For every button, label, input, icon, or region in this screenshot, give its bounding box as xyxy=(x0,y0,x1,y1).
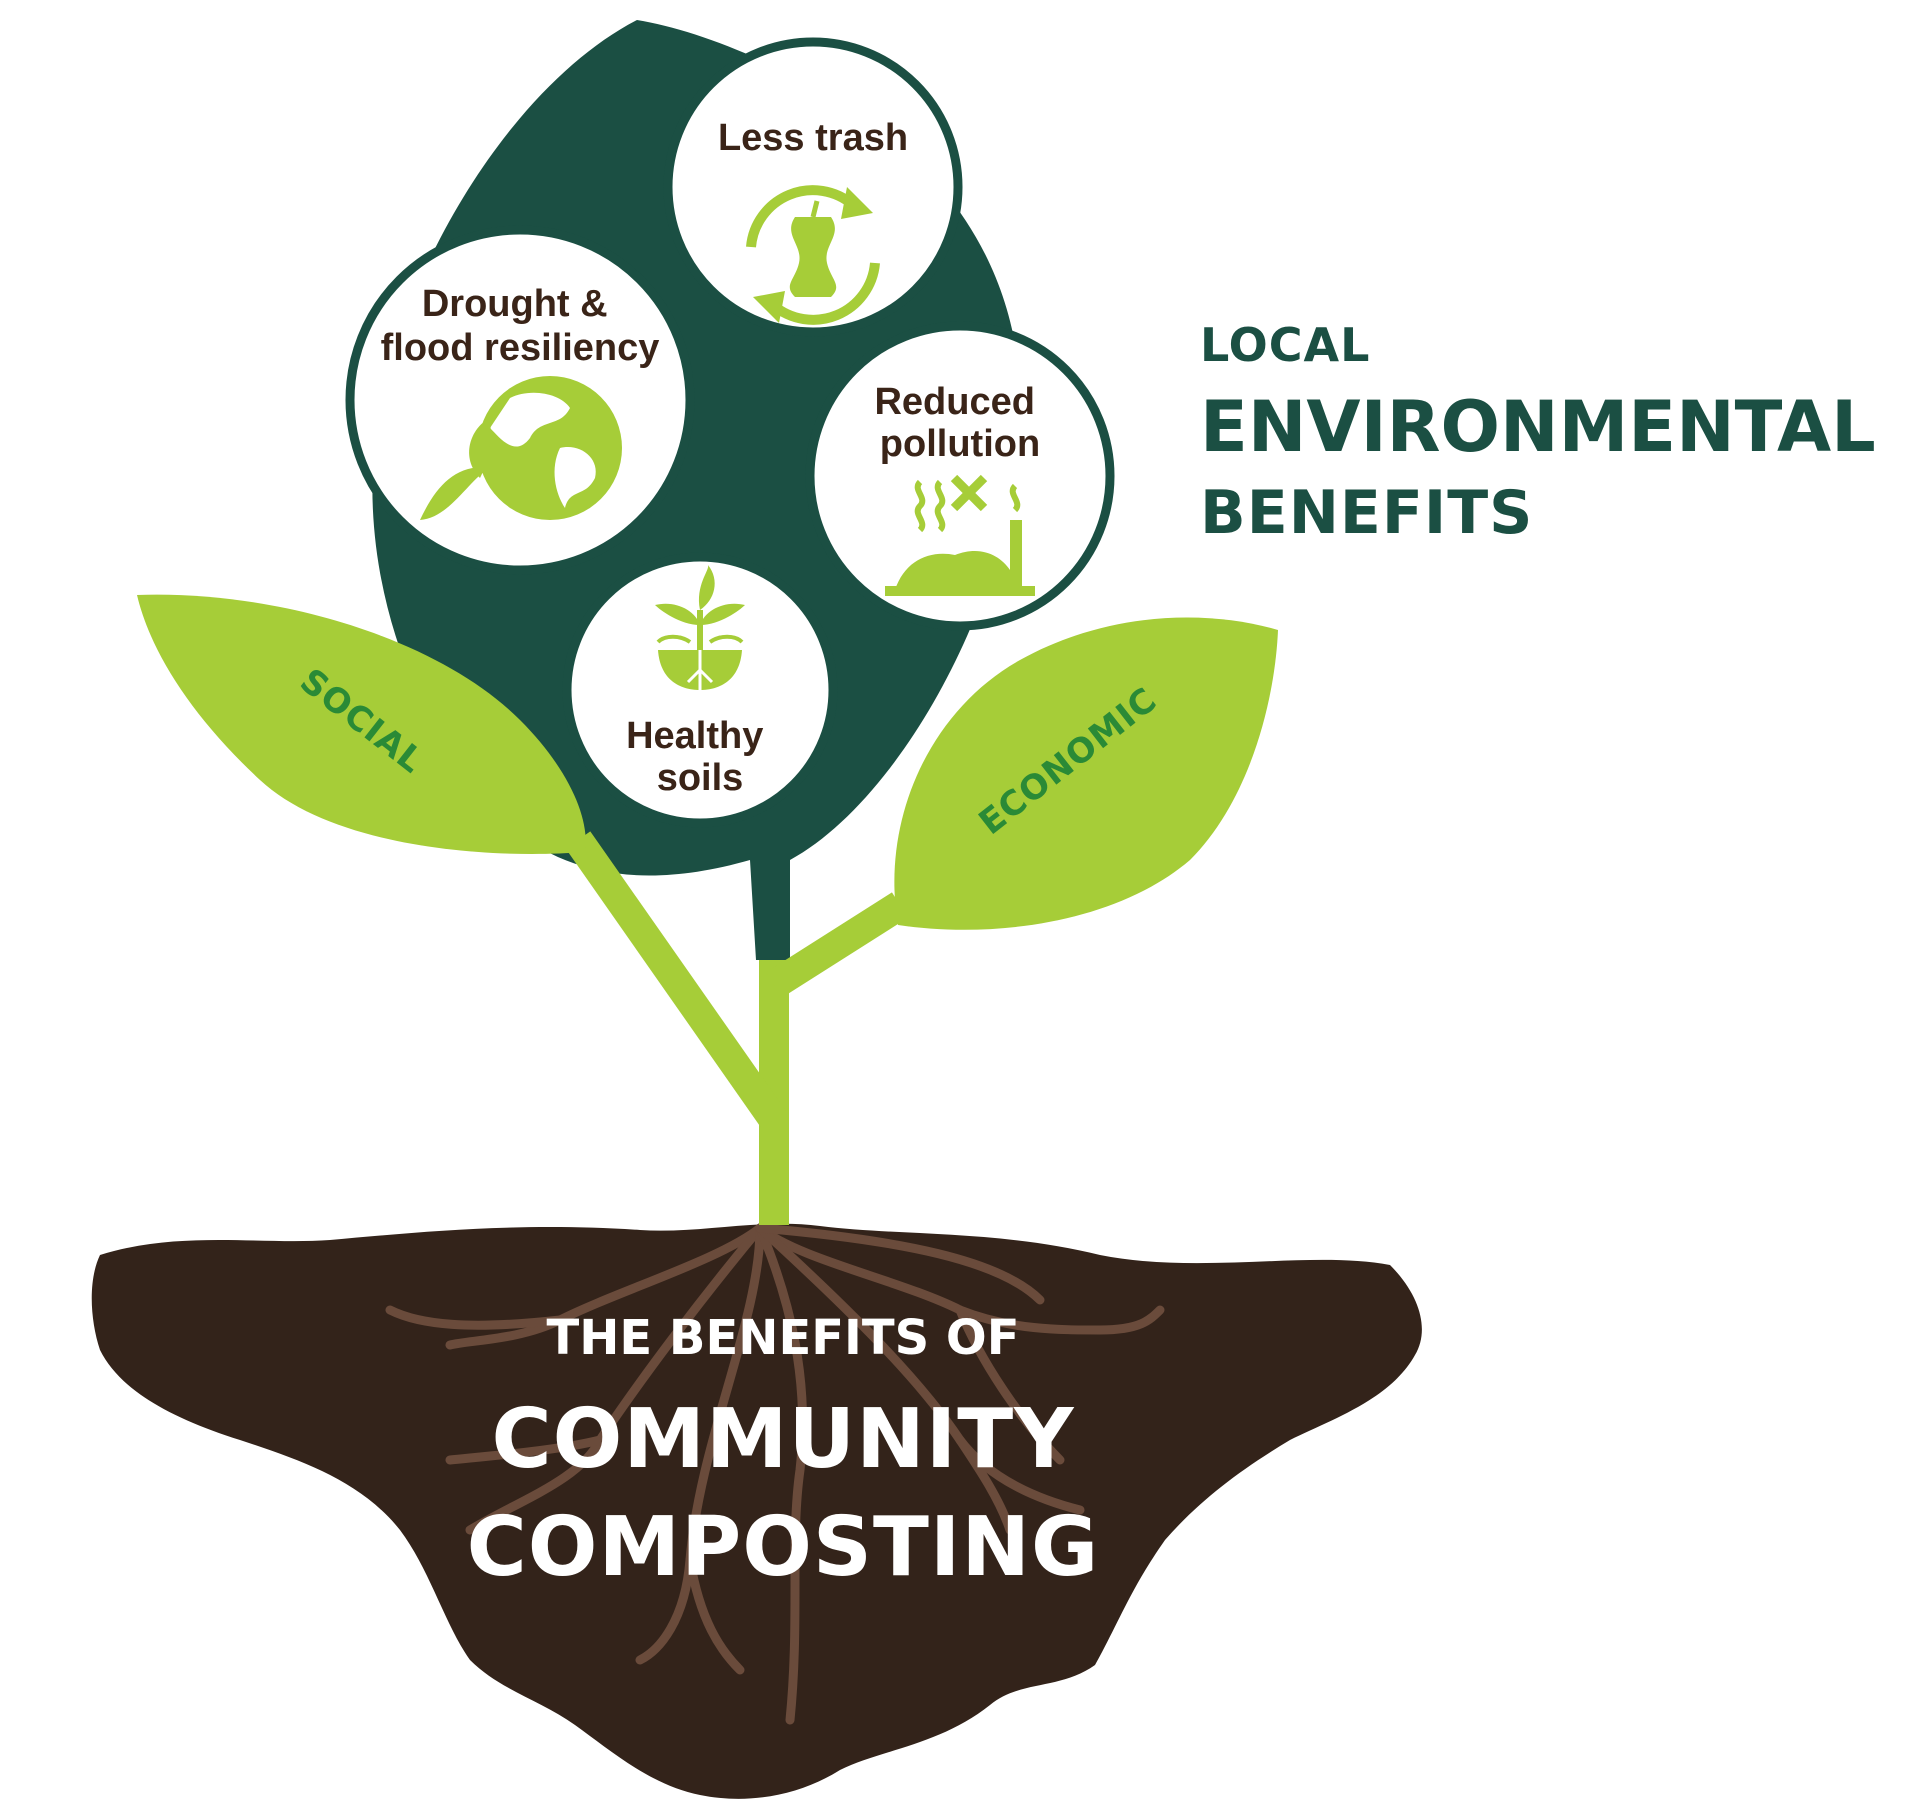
soil-heading-line1: THE BENEFITS OF xyxy=(546,1310,1020,1366)
soil-heading-line3: COMPOSTING xyxy=(466,1500,1100,1595)
roots xyxy=(385,1223,1165,1725)
svg-text:Drought & flood resilien: Drought & flood resiliency xyxy=(381,283,660,369)
benefit-soils: Healthy soils xyxy=(562,552,838,828)
soil-mound xyxy=(91,1223,1422,1799)
soil-heading-line2: COMMUNITY xyxy=(491,1392,1075,1487)
right-leaf xyxy=(894,617,1278,930)
svg-text:Less trash: Less trash xyxy=(718,117,908,159)
stem xyxy=(565,831,909,1225)
benefit-less-trash: Less trash xyxy=(663,37,963,337)
benefit-drought: Drought & flood resiliency xyxy=(345,225,695,575)
benefit-label: Reduced xyxy=(874,381,1034,423)
benefit-label: Drought & xyxy=(422,283,608,325)
benefit-label: Less trash xyxy=(718,117,908,159)
benefit-label: Healthy xyxy=(626,715,763,757)
benefit-label: flood resiliency xyxy=(381,327,660,369)
sprout-soil-icon xyxy=(655,565,745,690)
left-leaf xyxy=(137,594,586,854)
side-heading-line1: LOCAL xyxy=(1200,318,1371,372)
benefit-label: pollution xyxy=(880,423,1040,465)
earth-leaf-icon xyxy=(420,376,622,520)
benefit-label: soils xyxy=(657,757,744,799)
svg-text:Healthy soils: Healthy soils xyxy=(626,715,774,799)
recycle-apple-core-icon xyxy=(746,185,880,325)
benefit-pollution: Reduced pollution xyxy=(805,321,1115,631)
side-heading-line2: ENVIRONMENTAL xyxy=(1200,386,1876,468)
side-heading-line3: BENEFITS xyxy=(1200,478,1534,548)
svg-text:Reduced pollution: Reduced pollution xyxy=(874,381,1045,465)
factory-no-emissions-icon xyxy=(885,474,1035,596)
